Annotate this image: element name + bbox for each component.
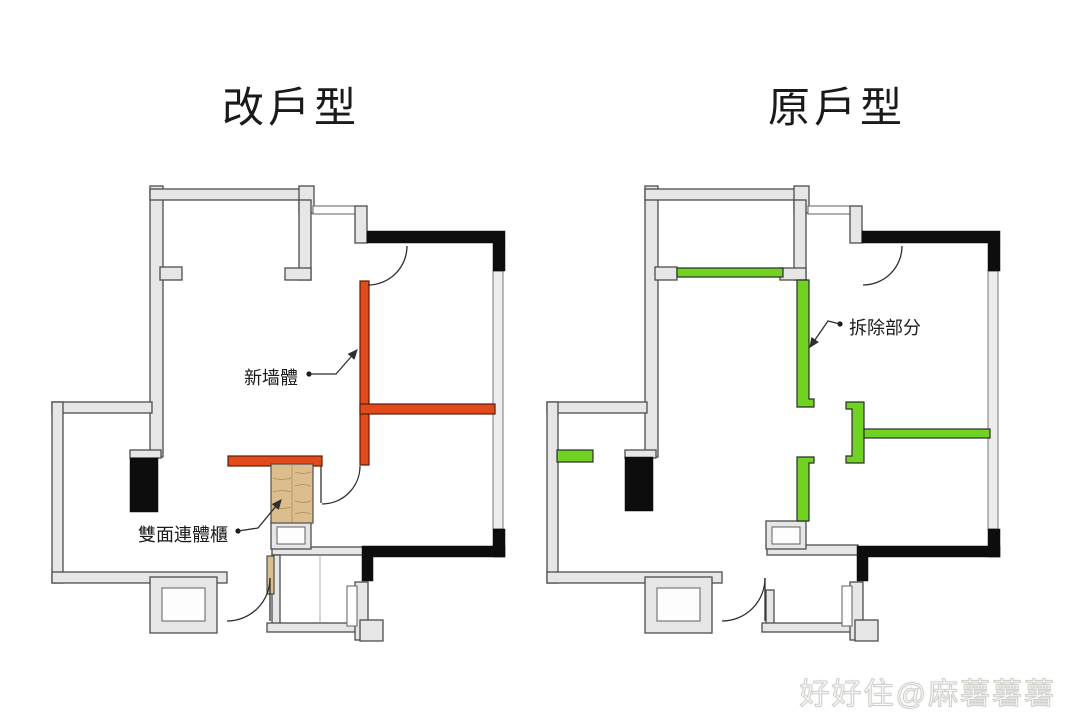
right-plan-walls <box>546 185 1001 642</box>
right-plan-title: 原戶型 <box>768 84 907 131</box>
double-cabinet-label: 雙面連體櫃 <box>138 525 228 545</box>
demolish-label: 拆除部分 <box>849 318 921 338</box>
double-sided-cabinet <box>266 463 314 595</box>
left-plan-new-walls <box>227 280 496 467</box>
watermark: 好好住@麻薯薯薯 <box>799 678 1056 712</box>
left-plan-walls <box>51 185 506 642</box>
right-plan-doors <box>721 245 903 622</box>
left-plan-leaders <box>235 349 358 534</box>
left-plan-title: 改戶型 <box>222 84 361 131</box>
left-plan-doors <box>226 245 408 622</box>
right-plan-demolished-walls <box>556 267 991 522</box>
right-plan-leaders <box>809 320 843 349</box>
new-wall-label: 新墙體 <box>244 368 298 388</box>
